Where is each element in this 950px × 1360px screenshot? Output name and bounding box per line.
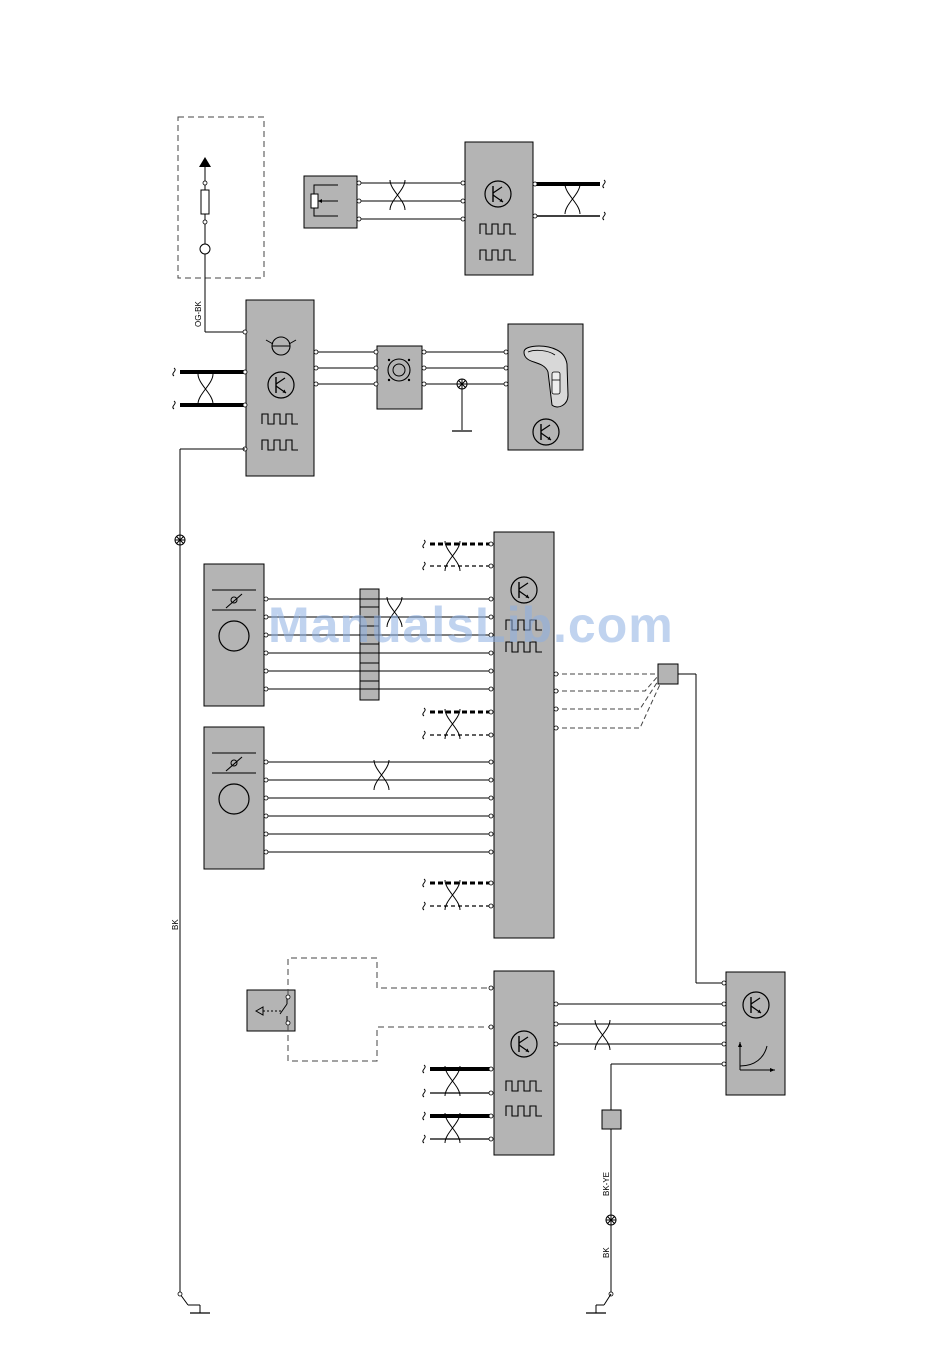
wire-label-og-bk: OG-BK	[194, 301, 203, 327]
splice-icon	[606, 1215, 616, 1225]
wire-label-bk-ye: BK-YE	[602, 1172, 611, 1196]
twisted-pair-icon	[565, 184, 580, 214]
splice-icon	[457, 379, 467, 389]
control-module-top	[465, 142, 533, 275]
handle-module	[508, 324, 583, 450]
control-module-large	[494, 532, 554, 938]
wire-label-bk-left: BK	[171, 919, 180, 930]
arrow-up-icon	[199, 157, 211, 182]
sensor-lower	[204, 727, 264, 869]
twisted-pair-icon	[374, 760, 389, 790]
sensor-upper	[204, 564, 264, 706]
control-module-right	[726, 972, 785, 1095]
twisted-pair-icon	[390, 180, 405, 210]
splice-icon	[175, 535, 185, 545]
speaker-unit	[377, 346, 422, 409]
fuse-box	[178, 117, 264, 278]
twisted-pair-icon	[198, 374, 213, 404]
wire-label-bk-bottom: BK	[602, 1247, 611, 1258]
control-module-bottom	[494, 971, 554, 1155]
connector-small-upper	[658, 664, 678, 684]
connector-small-lower	[602, 1110, 621, 1129]
twisted-pair-icon	[387, 597, 402, 627]
fuse-icon	[201, 190, 209, 214]
